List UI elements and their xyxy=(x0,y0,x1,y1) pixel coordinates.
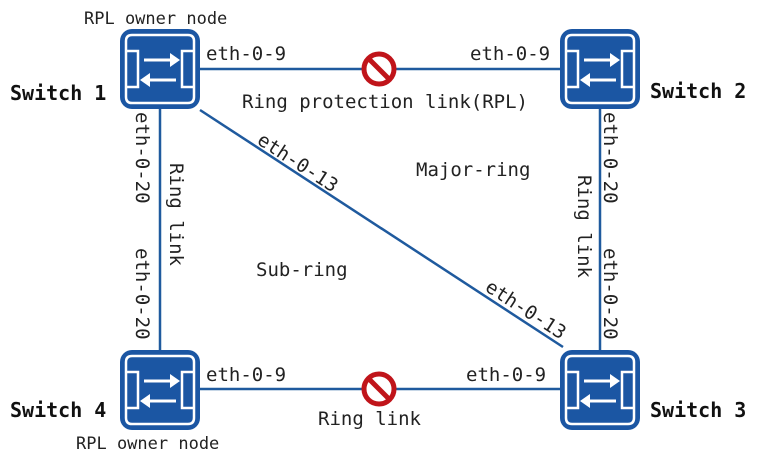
switch-3-label: Switch 3 xyxy=(650,398,746,422)
blocked-port-icon xyxy=(364,374,394,404)
switch-1-role: RPL owner node xyxy=(84,9,227,29)
link-diagonal xyxy=(199,108,564,349)
diagonal-top-port: eth-0-13 xyxy=(253,129,342,197)
right-top-port: eth-0-20 xyxy=(599,112,621,204)
blocked-port-icon xyxy=(364,54,394,84)
left-top-port: eth-0-20 xyxy=(131,112,153,204)
network-switch-icon[interactable] xyxy=(558,348,642,432)
network-switch-icon[interactable] xyxy=(118,27,202,111)
top-left-port: eth-0-9 xyxy=(206,43,286,65)
switch-4-label: Switch 4 xyxy=(10,398,106,422)
bottom-left-port: eth-0-9 xyxy=(206,364,286,386)
bottom-ring-link-caption: Ring link xyxy=(318,408,422,430)
sub-ring-label: Sub-ring xyxy=(256,259,348,281)
right-bottom-port: eth-0-20 xyxy=(599,248,621,340)
rpl-caption: Ring protection link(RPL) xyxy=(242,91,528,113)
left-ring-link-caption: Ring link xyxy=(165,163,187,267)
network-switch-icon[interactable] xyxy=(558,27,642,111)
switch-2-label: Switch 2 xyxy=(650,79,746,103)
bottom-right-port: eth-0-9 xyxy=(466,364,546,386)
switch-1-label: Switch 1 xyxy=(10,81,106,105)
network-switch-icon[interactable] xyxy=(118,348,202,432)
diagonal-bottom-port: eth-0-13 xyxy=(481,276,570,344)
switch-4-role: RPL owner node xyxy=(76,434,219,454)
left-bottom-port: eth-0-20 xyxy=(131,248,153,340)
right-ring-link-caption: Ring link xyxy=(573,175,595,279)
top-right-port: eth-0-9 xyxy=(470,43,550,65)
major-ring-label: Major-ring xyxy=(416,159,530,181)
